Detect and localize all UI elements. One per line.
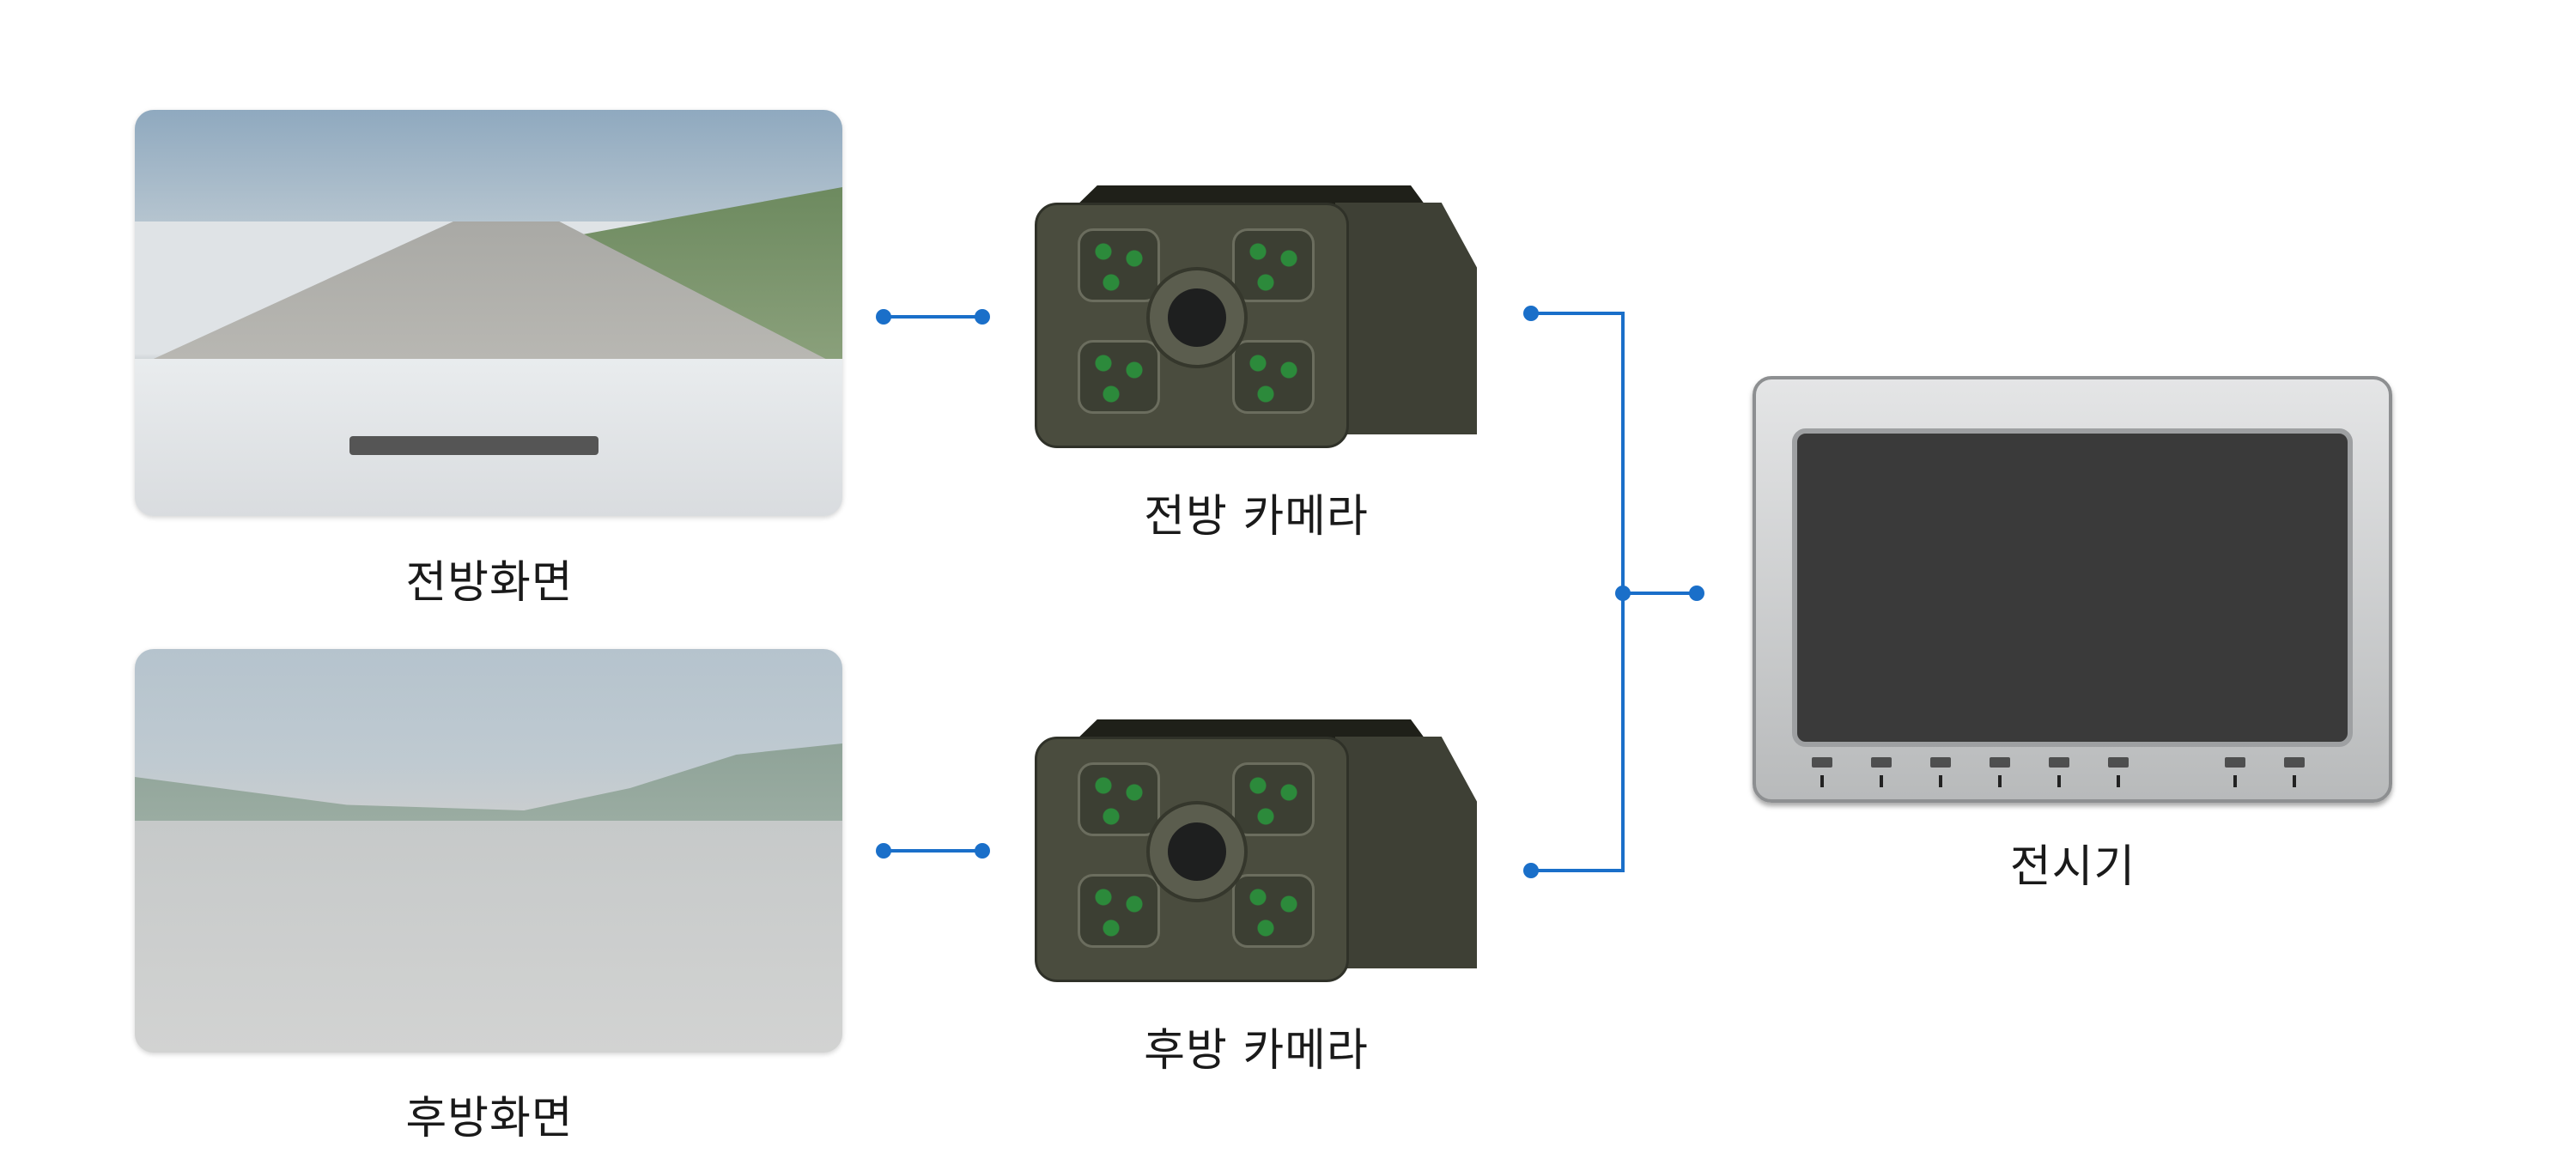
connector-dot <box>876 309 891 325</box>
lens <box>1168 822 1226 881</box>
monitor-button-label <box>2225 757 2245 768</box>
monitor-button <box>1998 775 2002 787</box>
front-view-label: 전방화면 <box>405 557 574 609</box>
connector-dot <box>1523 863 1539 878</box>
connector-dot <box>1523 306 1539 321</box>
ir-led-cluster <box>1078 340 1160 414</box>
rear-view-image <box>135 649 842 1053</box>
hood-bar <box>349 436 598 455</box>
monitor-button-label <box>1871 757 1892 768</box>
monitor-button-label <box>1812 757 1832 768</box>
front-camera-image <box>1035 185 1479 448</box>
camera-side <box>1335 203 1477 434</box>
ir-led-cluster <box>1232 874 1315 948</box>
front-camera-connector <box>1531 312 1625 315</box>
monitor-button-label <box>2049 757 2069 768</box>
monitor-button-label <box>1990 757 2010 768</box>
front-view-connector <box>884 315 982 319</box>
display-connector <box>1623 592 1697 595</box>
lens <box>1168 288 1226 347</box>
connector-dot <box>876 843 891 859</box>
monitor-button <box>1820 775 1824 787</box>
sky <box>135 110 842 221</box>
ir-led-cluster <box>1232 228 1315 302</box>
rear-camera-label: 후방 카메라 <box>1144 1025 1369 1077</box>
rear-camera-image <box>1035 719 1479 982</box>
camera-side <box>1335 737 1477 968</box>
monitor-button-label <box>2108 757 2129 768</box>
monitor-button <box>2293 775 2296 787</box>
ir-led-cluster <box>1232 340 1315 414</box>
road <box>135 821 842 1053</box>
connector-dot <box>975 843 990 859</box>
monitor-button-label <box>2284 757 2305 768</box>
ir-led-cluster <box>1232 762 1315 836</box>
monitor-screen <box>1792 428 2353 747</box>
monitor-button <box>2233 775 2237 787</box>
ir-led-cluster <box>1078 874 1160 948</box>
connector-dot <box>975 309 990 325</box>
display-label: 전시기 <box>2009 841 2136 893</box>
monitor-button <box>2117 775 2120 787</box>
ir-led-cluster <box>1078 762 1160 836</box>
monitor-button <box>1939 775 1942 787</box>
rear-camera-connector <box>1531 869 1625 872</box>
display-monitor-image <box>1753 376 2392 803</box>
ir-led-cluster <box>1078 228 1160 302</box>
rear-view-connector <box>884 849 982 853</box>
monitor-button <box>1880 775 1883 787</box>
monitor-button <box>2057 775 2061 787</box>
junction-dot <box>1615 586 1631 601</box>
front-view-image <box>135 110 842 516</box>
connector-dot <box>1689 586 1704 601</box>
rear-view-label: 후방화면 <box>405 1093 574 1144</box>
monitor-button-label <box>1930 757 1951 768</box>
front-camera-label: 전방 카메라 <box>1144 491 1369 543</box>
